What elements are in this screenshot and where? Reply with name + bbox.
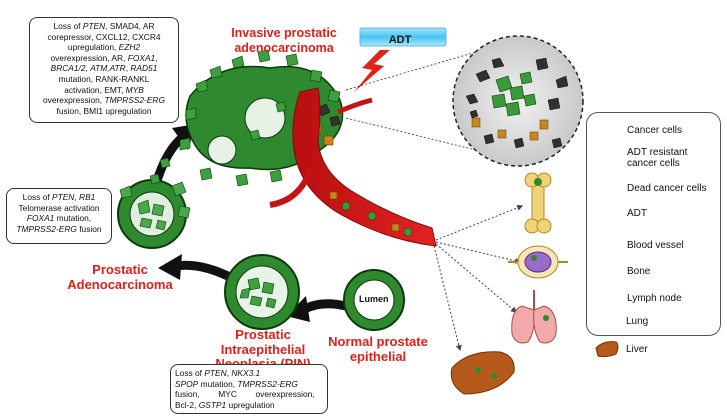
invasive-title-line1: Invasive prostatic: [231, 26, 337, 40]
adenocarcinoma-gland: [117, 179, 191, 249]
legend-label-lung-outer: Lung: [626, 316, 649, 327]
adt-lightning-bolt: [354, 50, 390, 92]
prostatic-title-line2: Adenocarcinoma: [67, 277, 173, 292]
prostatic-title-line1: Prostatic: [92, 262, 148, 277]
invasive-mutations-box: Loss of PTEN, SMAD4, AR corepressor, CXC…: [29, 17, 179, 123]
lymph-node-organ: [508, 245, 568, 279]
legend-label-adt: ADT: [627, 208, 647, 219]
prostatic-adenocarcinoma-title: Prostatic Adenocarcinoma: [60, 262, 180, 292]
lumen-label: Lumen: [359, 294, 389, 304]
arrowhead-left-1: [158, 254, 182, 280]
pin-title-line2: Intraepithelial: [220, 341, 306, 357]
zoom-inset: [345, 35, 584, 167]
liver-organ: [450, 351, 515, 395]
legend-label-blood-vessel: Blood vessel: [627, 240, 684, 251]
legend-label-adt-resistant: ADT resistant cancer cells: [627, 147, 688, 169]
liver-icon: [595, 341, 619, 358]
pin-gland: [224, 254, 300, 330]
normal-title-line2: epithelial: [349, 349, 407, 364]
pin-title-line1: Prostatic: [235, 327, 291, 342]
normal-epithelial-title: Normal prostate epithelial: [318, 334, 438, 364]
pin-mutations-box: Loss of PTEN, NKX3.1 SPOP mutation, TMPR…: [170, 364, 328, 414]
bone-organ: [524, 172, 552, 234]
legend-label-liver: Liver: [626, 344, 648, 355]
legend-label-dead-cells: Dead cancer cells: [627, 183, 707, 194]
arrow-normal-to-pin: [300, 299, 348, 314]
normal-title-line1: Normal prostate: [328, 334, 428, 349]
blood-vessel: [269, 87, 437, 247]
normal-gland: [343, 269, 405, 331]
adt-label: ADT: [388, 34, 412, 46]
legend-label-lymph-node: Lymph node: [627, 293, 682, 304]
legend-label-bone: Bone: [627, 266, 651, 277]
prostatic-mutations-box: Loss of PTEN, RB1 Telomerase activation …: [6, 188, 112, 244]
metastasis-arrows: [433, 204, 524, 352]
legend-panel: Cancer cells ADT resistant cancer cells …: [586, 112, 721, 336]
legend-label-cancer-cells: Cancer cells: [627, 125, 683, 136]
arrow-pin-to-adenocarcinoma: [175, 260, 235, 283]
invasive-title: Invasive prostatic adenocarcinoma: [196, 26, 372, 56]
invasive-title-line2: adenocarcinoma: [234, 41, 334, 55]
adt-banner: [359, 27, 447, 47]
lung-organ: [511, 290, 557, 344]
arrowhead-left-2: [286, 296, 310, 322]
